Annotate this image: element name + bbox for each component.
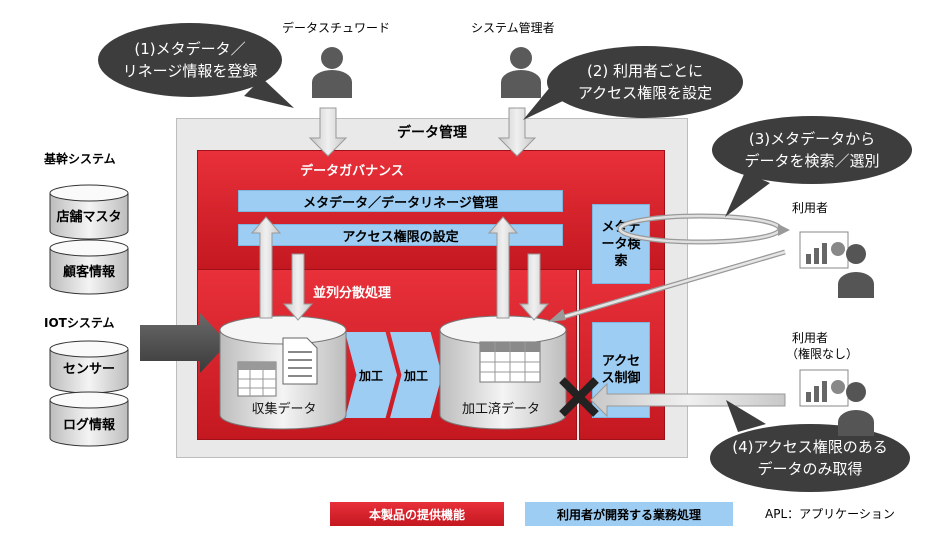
up-arrow-processed (487, 216, 519, 319)
user-analytics-icon (799, 231, 874, 298)
metadata-lineage-management: メタデータ／データリネージ管理 (238, 190, 563, 212)
cylinder-sensor (49, 340, 129, 394)
table-sheet-icon (237, 361, 277, 397)
bubble-3-line-2: データを検索／選別 (744, 152, 880, 170)
metadata-search: メタデータ検索 (592, 204, 650, 284)
bubble-1-line-1: (1)メタデータ／ (134, 40, 246, 58)
legend-apl-note: APL：アプリケーション (765, 507, 895, 521)
document-icon (282, 337, 318, 385)
bubble-4-text: (4)アクセス権限のある データのみ取得 (710, 436, 910, 480)
access-permission-setting: アクセス権限の設定 (238, 224, 563, 246)
log-info-label: ログ情報 (62, 418, 115, 433)
cylinder-customer-info (49, 239, 129, 295)
restricted-user-analytics-icon (799, 369, 874, 436)
core-systems-title: 基幹システム (44, 152, 116, 166)
restricted-user-arrow (590, 382, 786, 418)
bubble-4-line-2: データのみ取得 (757, 460, 863, 478)
up-arrow-collected (250, 216, 282, 319)
sysadmin-down-arrow (497, 107, 537, 157)
bubble-register-metadata (98, 23, 294, 108)
iot-systems-title: IOTシステム (44, 316, 115, 330)
store-master-label: 店舗マスタ (56, 210, 122, 225)
grid-table-icon (479, 341, 541, 383)
cylinder-log-info (49, 391, 129, 447)
restricted-user-note: （権限なし） (786, 347, 859, 361)
data-steward-label: データスチュワード (282, 21, 391, 35)
down-arrow-collected (282, 253, 314, 321)
bubble-2-line-2: アクセス権限を設定 (577, 84, 713, 102)
bubble-set-permission (523, 46, 743, 120)
block-x-icon (559, 377, 599, 417)
system-admin-label: システム管理者 (471, 21, 555, 35)
restricted-user-label: 利用者 (792, 331, 829, 345)
cylinder-store-master (49, 184, 129, 240)
bubble-search-data (712, 116, 912, 217)
bubble-2-line-1: (2) 利用者ごとに (586, 62, 704, 80)
bubble-2-text: (2) 利用者ごとに アクセス権限を設定 (548, 60, 742, 104)
process-step-1-label: 加工 (358, 368, 383, 383)
process-step-2-label: 加工 (403, 368, 428, 383)
bubble-1-text: (1)メタデータ／ リネージ情報を登録 (98, 38, 282, 82)
steward-down-arrow (308, 107, 348, 157)
data-governance-title: データガバナンス (300, 164, 404, 179)
ingest-arrow (140, 313, 228, 373)
down-arrow-processed (518, 253, 550, 321)
sensor-label: センサー (62, 362, 115, 377)
bubble-3-text: (3)メタデータから データを検索／選別 (712, 128, 912, 172)
parallel-processing-title: 並列分散処理 (312, 286, 391, 301)
bubble-restricted-access (710, 400, 910, 492)
bubble-1-line-2: リネージ情報を登録 (122, 62, 258, 80)
collected-data-label: 収集データ (251, 402, 317, 417)
data-management-title: データ管理 (397, 125, 467, 141)
legend-user-process: 利用者が開発する業務処理 (525, 502, 733, 526)
user-label: 利用者 (792, 201, 829, 215)
steward-person-icon (312, 47, 352, 98)
legend-product-function: 本製品の提供機能 (330, 502, 504, 526)
metadata-search-loop-arrow (617, 213, 790, 245)
bubble-3-line-1: (3)メタデータから (748, 130, 876, 148)
processed-data-label: 加工済データ (461, 402, 540, 417)
user-to-processed-arrow (548, 249, 786, 322)
customer-info-label: 顧客情報 (62, 265, 115, 280)
bubble-4-line-1: (4)アクセス権限のある (732, 438, 888, 456)
sysadmin-person-icon (501, 47, 541, 98)
